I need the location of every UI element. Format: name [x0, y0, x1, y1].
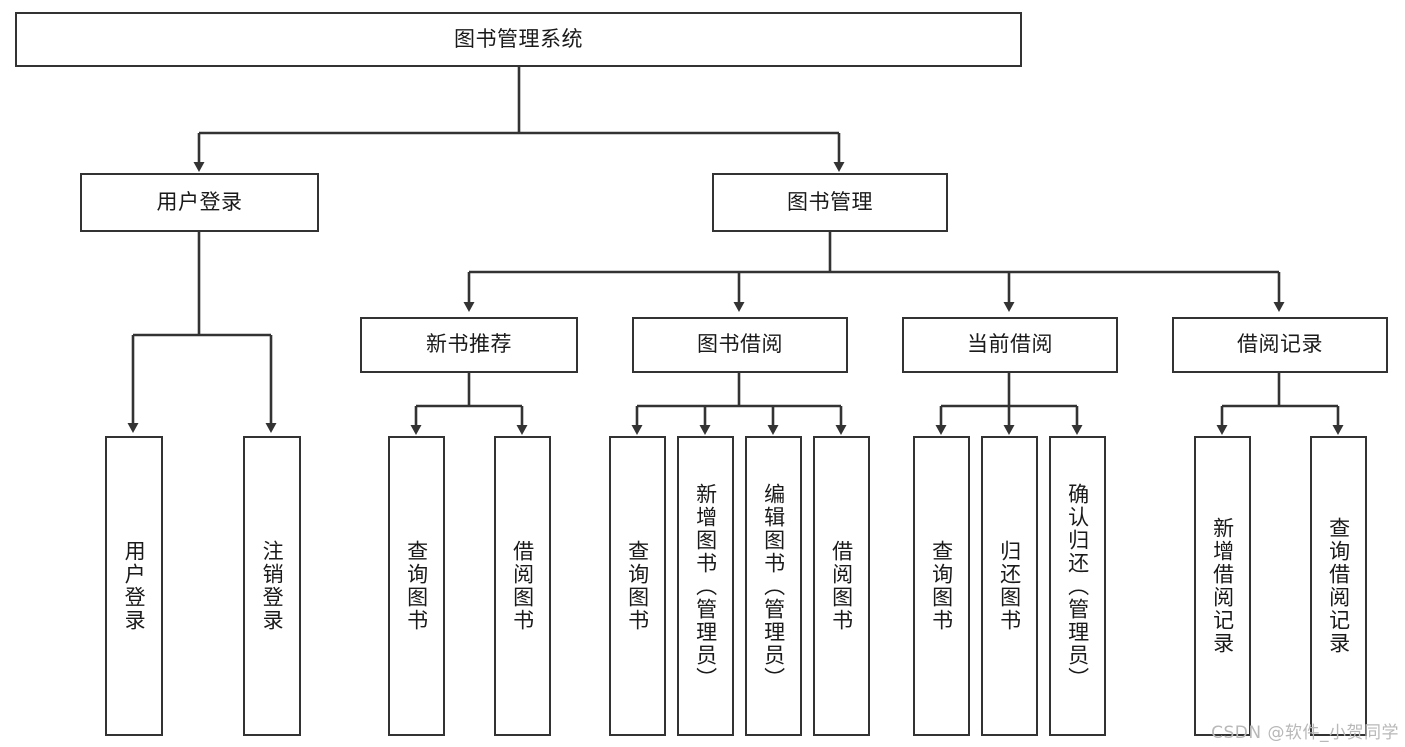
- leaf-add-book[interactable]: 新增图书（管理员）: [677, 436, 734, 736]
- node-book-borrow-label: 图书借阅: [697, 332, 783, 357]
- node-borrow-record[interactable]: 借阅记录: [1172, 317, 1388, 373]
- node-borrow-record-label: 借阅记录: [1237, 332, 1323, 357]
- leaf-add-book-label: 新增图书（管理员）: [693, 482, 718, 690]
- leaf-borrow-book-2[interactable]: 借阅图书: [813, 436, 870, 736]
- leaf-query-book-1-label: 查询图书: [404, 540, 429, 632]
- node-current-borrow[interactable]: 当前借阅: [902, 317, 1118, 373]
- node-root[interactable]: 图书管理系统: [15, 12, 1022, 67]
- leaf-edit-book[interactable]: 编辑图书（管理员）: [745, 436, 802, 736]
- leaf-borrow-book-1[interactable]: 借阅图书: [494, 436, 551, 736]
- leaf-user-login[interactable]: 用户登录: [105, 436, 163, 736]
- leaf-user-login-label: 用户登录: [122, 540, 147, 632]
- leaf-edit-book-label: 编辑图书（管理员）: [761, 482, 786, 690]
- leaf-user-logout-label: 注销登录: [260, 540, 285, 632]
- node-book-manage-label: 图书管理: [787, 189, 873, 214]
- node-current-borrow-label: 当前借阅: [967, 332, 1053, 357]
- node-book-borrow[interactable]: 图书借阅: [632, 317, 848, 373]
- node-new-book-recommend[interactable]: 新书推荐: [360, 317, 578, 373]
- leaf-query-book-1[interactable]: 查询图书: [388, 436, 445, 736]
- leaf-borrow-book-2-label: 借阅图书: [829, 540, 854, 632]
- leaf-query-book-2[interactable]: 查询图书: [609, 436, 666, 736]
- leaf-query-record-label: 查询借阅记录: [1326, 517, 1351, 655]
- leaf-query-book-3-label: 查询图书: [929, 540, 954, 632]
- leaf-confirm-return[interactable]: 确认归还（管理员）: [1049, 436, 1106, 736]
- node-root-label: 图书管理系统: [454, 26, 583, 51]
- leaf-query-record[interactable]: 查询借阅记录: [1310, 436, 1367, 736]
- leaf-add-record-label: 新增借阅记录: [1210, 517, 1235, 655]
- leaf-borrow-book-1-label: 借阅图书: [510, 540, 535, 632]
- leaf-user-logout[interactable]: 注销登录: [243, 436, 301, 736]
- node-user-login[interactable]: 用户登录: [80, 173, 319, 232]
- leaf-confirm-return-label: 确认归还（管理员）: [1065, 482, 1090, 690]
- leaf-return-book[interactable]: 归还图书: [981, 436, 1038, 736]
- leaf-query-book-2-label: 查询图书: [625, 540, 650, 632]
- leaf-add-record[interactable]: 新增借阅记录: [1194, 436, 1251, 736]
- node-new-book-recommend-label: 新书推荐: [426, 332, 512, 357]
- leaf-return-book-label: 归还图书: [997, 540, 1022, 632]
- node-user-login-label: 用户登录: [156, 189, 243, 214]
- leaf-query-book-3[interactable]: 查询图书: [913, 436, 970, 736]
- node-book-manage[interactable]: 图书管理: [712, 173, 948, 232]
